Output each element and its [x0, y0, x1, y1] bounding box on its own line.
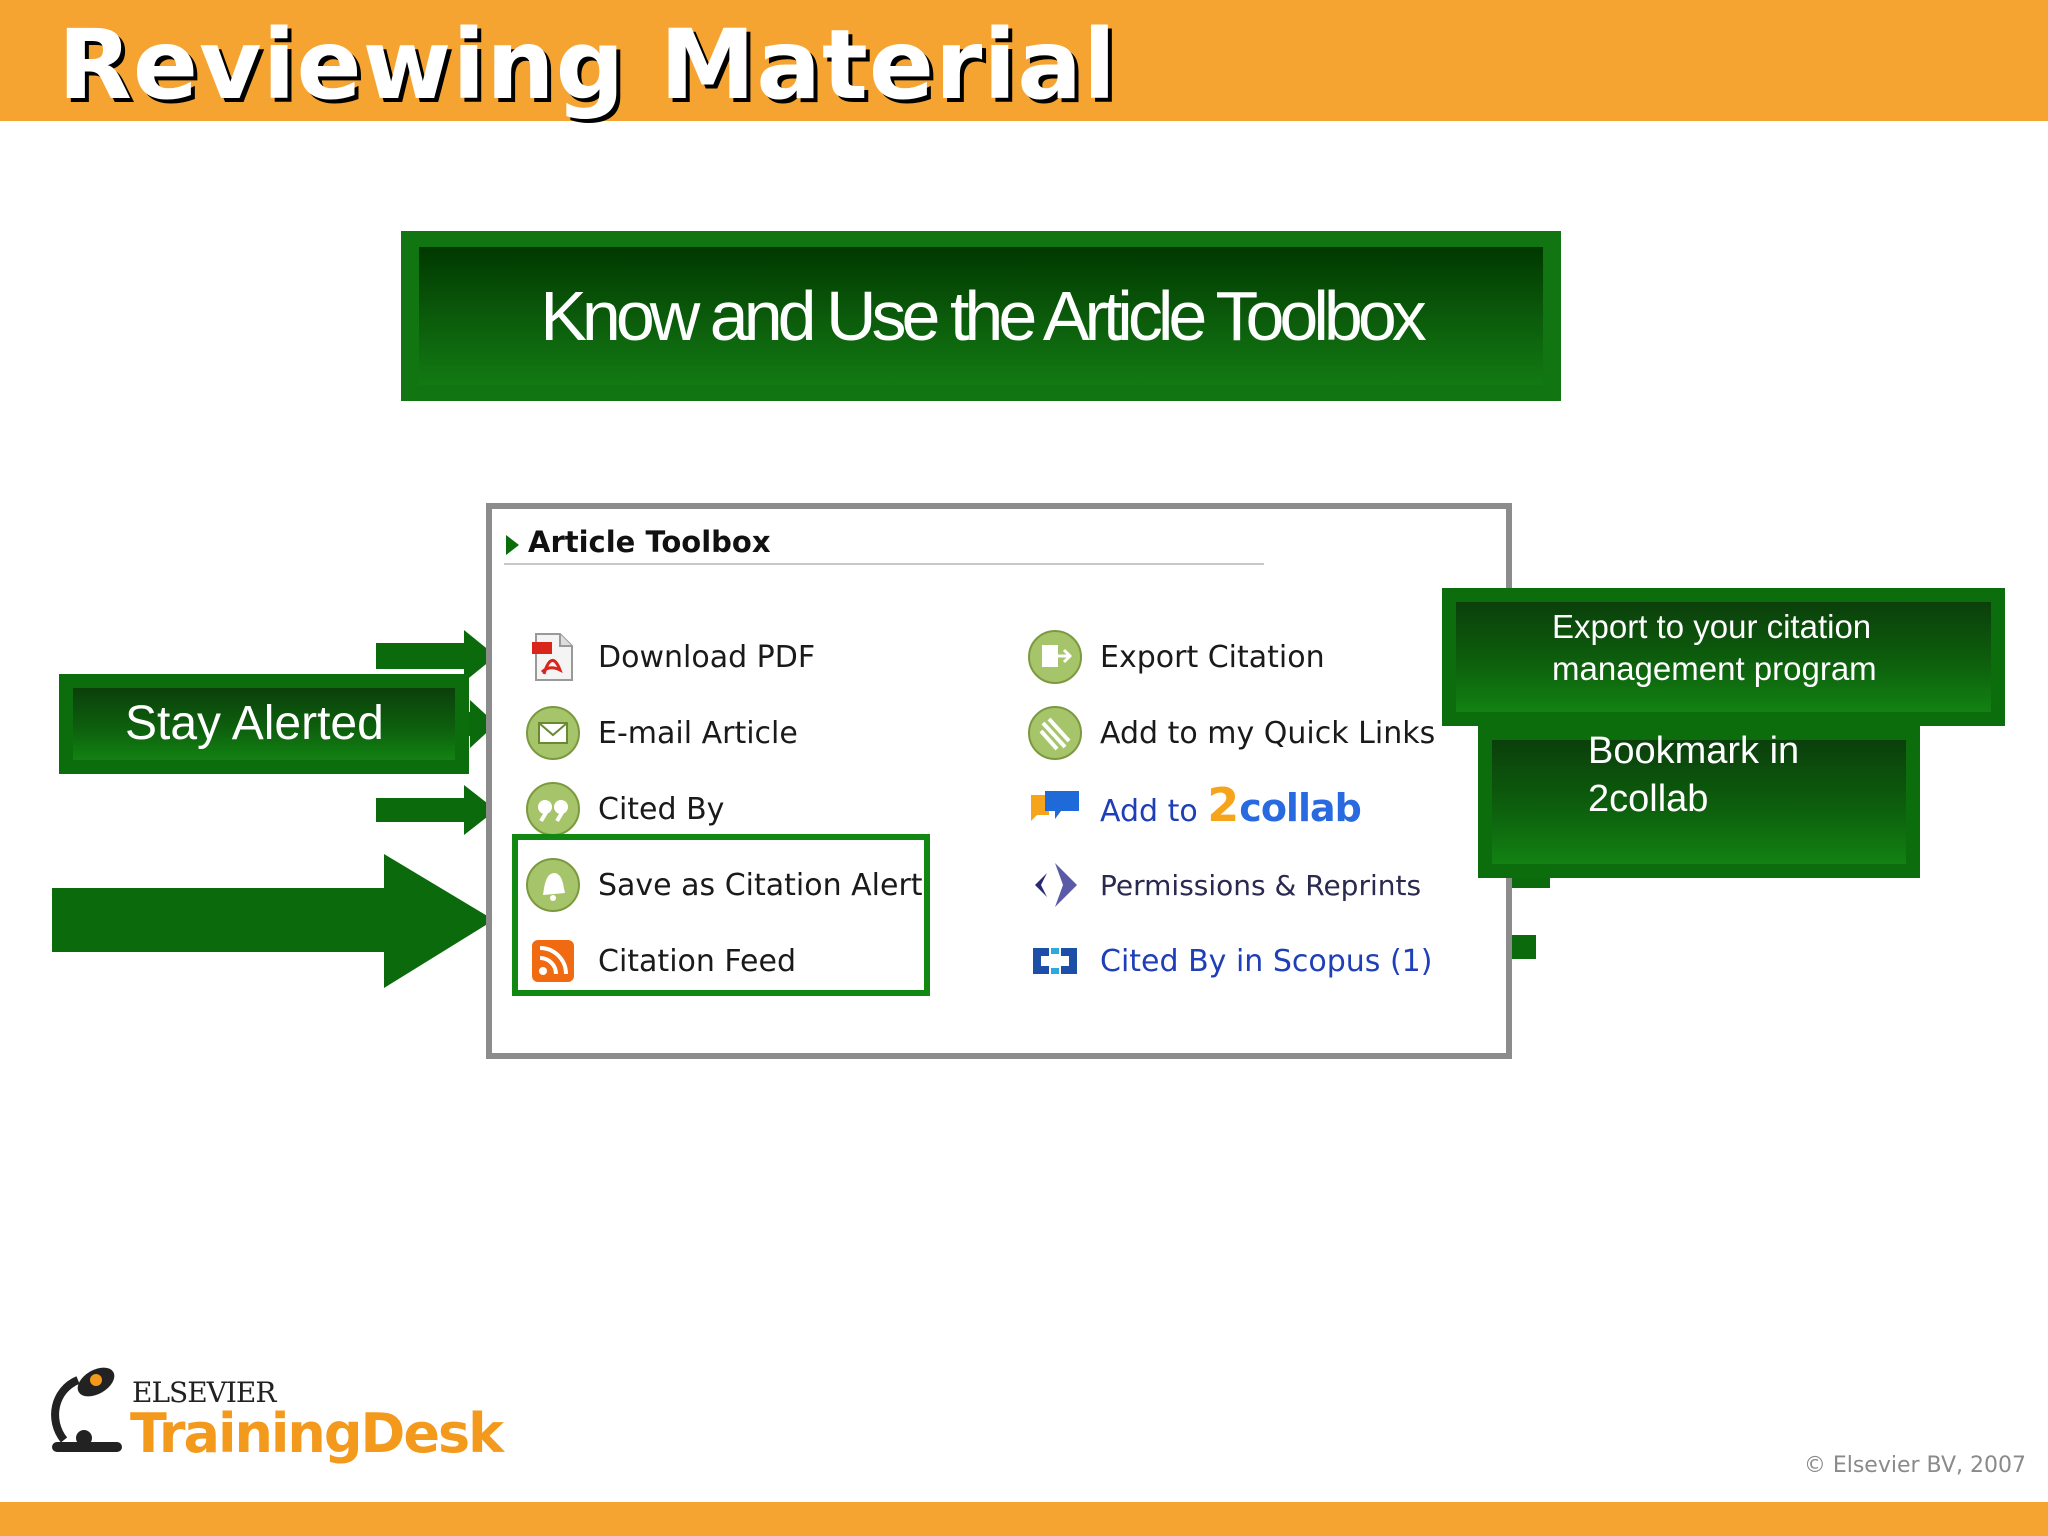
stay-alerted-callout: Stay Alerted	[59, 674, 469, 774]
quote-icon	[524, 780, 582, 838]
cited-by-scopus-label: Cited By in Scopus (1)	[1100, 943, 1433, 979]
export-citation-link[interactable]: Export Citation	[1026, 627, 1325, 687]
cited-by-link[interactable]: Cited By	[524, 779, 724, 839]
bookmark-callout-line2: 2collab	[1588, 778, 1709, 820]
pdf-icon	[524, 628, 582, 686]
export-callout-line2: management program	[1552, 650, 1877, 687]
tree-lamp-icon	[51, 1367, 122, 1452]
collab-brand-word: collab	[1239, 786, 1362, 830]
add-to-text: Add to	[1100, 794, 1198, 829]
toolbox-header: Article Toolbox	[504, 519, 1264, 565]
save-citation-alert-label: Save as Citation Alert	[598, 867, 923, 903]
copyright: © Elsevier BV, 2007	[1803, 1453, 2026, 1478]
collab-brand-digit: 2	[1207, 778, 1240, 832]
email-icon	[524, 704, 582, 762]
bottom-bar	[0, 1502, 2048, 1536]
arrow-email-article	[460, 700, 496, 748]
arrow-download-pdf	[376, 630, 496, 682]
export-callout: Export to your citation management progr…	[1442, 588, 2005, 726]
export-callout-line1: Export to your citation	[1552, 608, 1872, 645]
download-pdf-label: Download PDF	[598, 639, 816, 675]
callout-inner	[73, 688, 455, 760]
add-to-2collab-label: Add to 2collab	[1100, 778, 1362, 832]
arrow-citation-alert	[52, 854, 494, 988]
scopus-icon	[1026, 932, 1084, 990]
elsevier-trainingdesk-logo: ELSEVIER TrainingDesk	[44, 1360, 524, 1470]
add-to-2collab-link[interactable]: Add to 2collab	[1026, 775, 1362, 835]
cited-by-label: Cited By	[598, 791, 725, 827]
save-citation-alert-link[interactable]: Save as Citation Alert	[524, 855, 923, 915]
export-citation-label: Export Citation	[1100, 639, 1325, 675]
slide-title: Reviewing Material	[58, 9, 1117, 121]
logo-product: TrainingDesk	[130, 1402, 504, 1465]
collab-icon	[1026, 776, 1084, 834]
banner: Know and Use the Article Toolbox	[401, 231, 1561, 401]
citation-feed-label: Citation Feed	[598, 943, 797, 979]
rss-icon	[524, 932, 582, 990]
email-article-label: E-mail Article	[598, 715, 798, 751]
quick-links-label: Add to my Quick Links	[1100, 715, 1436, 751]
permissions-reprints-link[interactable]: Permissions & Reprints	[1026, 855, 1421, 915]
permissions-reprints-label: Permissions & Reprints	[1100, 868, 1422, 902]
citation-feed-link[interactable]: Citation Feed	[524, 931, 796, 991]
export-icon	[1026, 628, 1084, 686]
download-pdf-link[interactable]: Download PDF	[524, 627, 815, 687]
banner-text: Know and Use the Article Toolbox	[540, 277, 1427, 355]
callout-inner	[1492, 740, 1906, 864]
expand-triangle-icon[interactable]	[506, 535, 519, 555]
toolbox-title: Article Toolbox	[528, 525, 771, 559]
banner-inner: Know and Use the Article Toolbox	[419, 247, 1543, 385]
top-bar: Reviewing Material	[0, 0, 2048, 121]
callout-inner	[1456, 602, 1991, 712]
email-article-link[interactable]: E-mail Article	[524, 703, 798, 763]
bookmark-callout: Bookmark in 2collab	[1478, 726, 1920, 878]
quick-links-icon	[1026, 704, 1084, 762]
permissions-icon	[1026, 856, 1084, 914]
cited-by-scopus-link[interactable]: Cited By in Scopus (1)	[1026, 931, 1432, 991]
quick-links-link[interactable]: Add to my Quick Links	[1026, 703, 1435, 763]
logo-brand: ELSEVIER	[132, 1376, 276, 1409]
stay-alerted-text: Stay Alerted	[125, 697, 384, 750]
arrow-cited-by	[376, 785, 496, 835]
citation-alert-highlight	[512, 834, 930, 996]
bell-icon	[524, 856, 582, 914]
bookmark-callout-line1: Bookmark in	[1588, 730, 1800, 772]
article-toolbox-panel: Article Toolbox Download PDF E-mail Arti…	[486, 503, 1512, 1059]
